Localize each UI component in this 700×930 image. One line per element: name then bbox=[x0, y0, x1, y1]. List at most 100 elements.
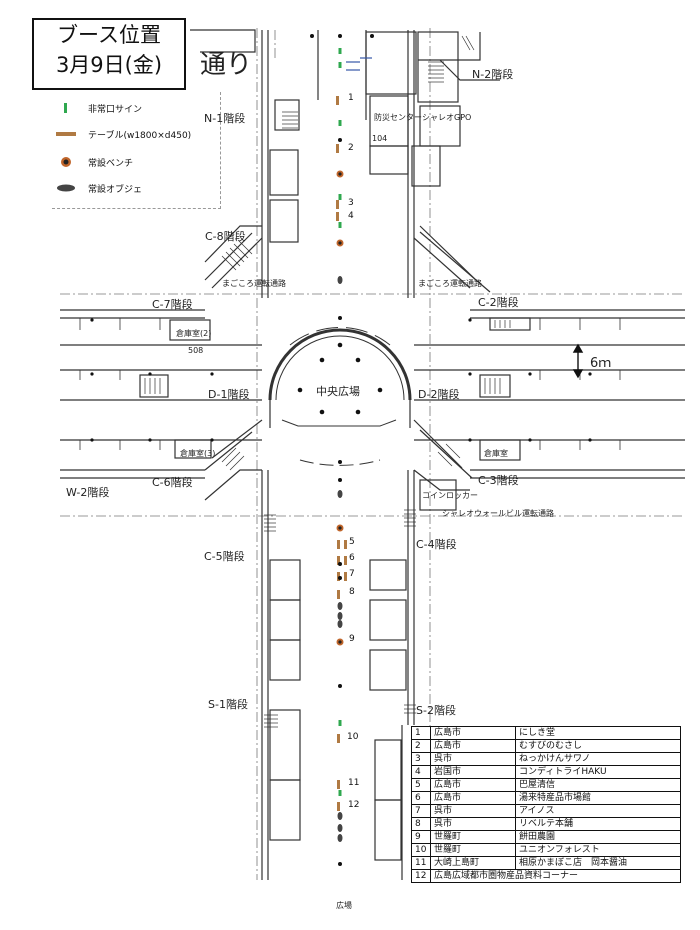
corridor-dot bbox=[338, 862, 342, 866]
equipment-right-label: まごころ運転通路 bbox=[418, 279, 482, 288]
legend-label: 非常口サイン bbox=[88, 104, 143, 115]
bottom-plaza-label: 広場 bbox=[336, 901, 352, 910]
vendor-number: 6 bbox=[411, 791, 431, 805]
bench-center bbox=[338, 640, 342, 644]
vendor-city: 世羅町 bbox=[430, 843, 516, 857]
booth-number: 1 bbox=[348, 93, 354, 103]
vendor-city: 大崎上島町 bbox=[430, 856, 516, 870]
stair-label-n2: N-2階段 bbox=[472, 68, 514, 81]
booth-table bbox=[337, 780, 340, 789]
stair-label-s2: S-2階段 bbox=[416, 704, 456, 717]
stair-label-c6: C-6階段 bbox=[152, 476, 193, 489]
table-icon bbox=[52, 131, 80, 137]
stair-label-d2: D-2階段 bbox=[418, 388, 460, 401]
booth-number: 5 bbox=[349, 537, 355, 547]
vendor-name: 巴屋清信 bbox=[515, 778, 681, 792]
wing-dot bbox=[588, 372, 592, 376]
stair-label-c5: C-5階段 bbox=[204, 550, 245, 563]
wing-dot bbox=[468, 318, 472, 322]
booth-number: 11 bbox=[348, 778, 360, 788]
booth-number: 2 bbox=[348, 143, 354, 153]
exit-sign bbox=[338, 222, 342, 228]
booth-table bbox=[337, 540, 340, 549]
booth-table bbox=[336, 144, 339, 153]
object bbox=[337, 602, 343, 610]
corridor-dot bbox=[338, 684, 342, 688]
n-stairs bbox=[282, 35, 475, 129]
exit-sign bbox=[338, 720, 342, 726]
booth-number: 6 bbox=[349, 553, 355, 563]
markers bbox=[90, 34, 592, 866]
plaza-dot bbox=[355, 409, 361, 415]
wing-dot bbox=[90, 318, 94, 322]
central-plaza bbox=[268, 327, 412, 466]
wing-dot bbox=[468, 438, 472, 442]
stair-label-c8: C-8階段 bbox=[205, 230, 246, 243]
corridor-dot bbox=[310, 34, 314, 38]
corridor-dot bbox=[338, 562, 342, 566]
side-stairs bbox=[144, 320, 511, 394]
legend-item-table: テーブル(w1800×d450) bbox=[52, 124, 191, 144]
object bbox=[337, 824, 343, 832]
plaza-dot bbox=[319, 409, 325, 415]
booth-table bbox=[344, 572, 347, 581]
vendor-name: ねっかけんサワノ bbox=[515, 752, 681, 766]
equipment-left-label: まごころ運転通路 bbox=[222, 279, 286, 288]
vendor-number: 9 bbox=[411, 830, 431, 844]
wing-dot bbox=[528, 438, 532, 442]
booth-number: 10 bbox=[347, 732, 359, 742]
vendor-city: 岩国市 bbox=[430, 765, 516, 779]
shop-lane-label: シャレオウォールビル運転通路 bbox=[442, 509, 554, 518]
side-wings bbox=[60, 309, 685, 479]
legend-label: テーブル(w1800×d450) bbox=[88, 130, 192, 141]
vendor-city: 呉市 bbox=[430, 817, 516, 831]
title-line1: ブース位置 bbox=[57, 23, 161, 47]
street-label: 通り bbox=[200, 50, 253, 80]
booth-table bbox=[337, 590, 340, 599]
wing-dot bbox=[528, 372, 532, 376]
legend: 非常口サイン テーブル(w1800×d450) 常設ベンチ 常設オブジェ bbox=[52, 92, 221, 209]
object bbox=[337, 620, 343, 628]
title-box: ブース位置 3月9日(金) bbox=[32, 18, 186, 90]
plaza-dot bbox=[377, 387, 383, 393]
object-icon bbox=[52, 184, 80, 192]
storage-3-label: 倉庫室(3) bbox=[180, 449, 216, 458]
info-center-label: 防災センター bbox=[374, 113, 422, 122]
legend-item-exit: 非常口サイン bbox=[52, 98, 142, 118]
booth-table bbox=[336, 212, 339, 221]
gpo-label: シャレオGPO bbox=[422, 113, 472, 122]
wing-ticks bbox=[79, 318, 621, 450]
vendor-number: 5 bbox=[411, 778, 431, 792]
stair-label-c3: C-3階段 bbox=[478, 474, 519, 487]
wing-dot bbox=[148, 372, 152, 376]
vendor-number: 10 bbox=[411, 843, 431, 857]
plaza-dot bbox=[355, 357, 361, 363]
booth-number: 4 bbox=[348, 211, 354, 221]
locker-label: コインロッカー bbox=[422, 491, 478, 500]
width-label: 6ｍ bbox=[590, 356, 612, 371]
stair-label-n1: N-1階段 bbox=[204, 112, 246, 125]
vendor-number: 12 bbox=[411, 869, 431, 883]
vendor-city: 広島広域都市圏物産品資料コーナー bbox=[430, 869, 681, 883]
booth-number: 12 bbox=[348, 800, 360, 810]
object bbox=[337, 276, 343, 284]
plaza-dot bbox=[319, 357, 325, 363]
booth-table bbox=[337, 556, 340, 565]
wing-dot bbox=[210, 438, 214, 442]
vendor-name: にしき堂 bbox=[515, 726, 681, 740]
corridor-dot bbox=[338, 34, 342, 38]
vendor-name: リベルテ本舗 bbox=[515, 817, 681, 831]
booth-number: 3 bbox=[348, 198, 354, 208]
corridor-dot bbox=[338, 138, 342, 142]
booth-table bbox=[336, 96, 339, 105]
exit-sign-icon bbox=[52, 103, 80, 113]
vendor-city: 広島市 bbox=[430, 778, 516, 792]
